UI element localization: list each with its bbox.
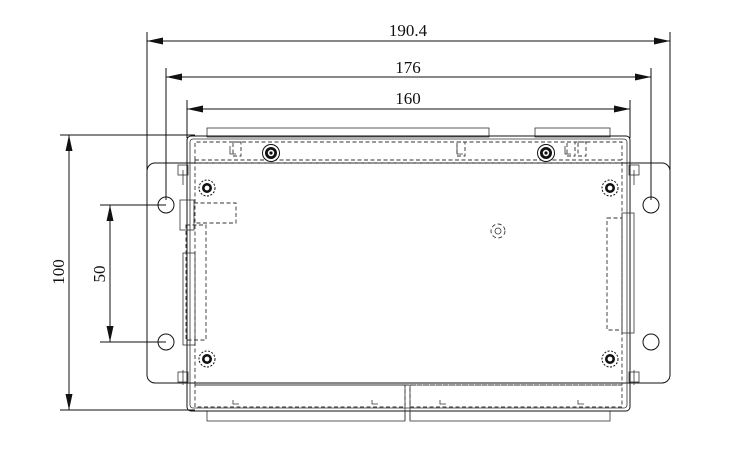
post-top-right: [601, 179, 619, 197]
mount-hole-bottom-left: [157, 333, 175, 351]
dimension-body-width: 160: [186, 89, 631, 138]
post-bottom-right: [601, 350, 619, 368]
corner-brackets: [177, 164, 640, 383]
mounting-flange: [146, 162, 671, 384]
right-side-connector: [606, 170, 635, 385]
left-side-connectors: [179, 170, 237, 385]
screw-top-left: [262, 144, 280, 162]
center-marker: [490, 223, 506, 239]
post-top-left: [198, 179, 216, 197]
post-bottom-left: [198, 350, 216, 368]
connector-strips: [206, 127, 611, 422]
top-screws: [262, 144, 555, 162]
mount-hole-top-right: [642, 196, 660, 214]
body-width-label: 160: [395, 89, 421, 108]
overall-width-label: 190.4: [389, 21, 428, 40]
mount-hole-top-left: [157, 196, 175, 214]
hole-pitch-label: 50: [90, 266, 109, 283]
dimension-overall-width: 190.4: [146, 21, 671, 170]
screw-top-right: [537, 144, 555, 162]
enclosure-body: [186, 135, 631, 420]
overall-height-label: 100: [49, 259, 68, 285]
top-slots: [232, 141, 587, 157]
mount-hole-span-label: 176: [395, 58, 421, 77]
dimension-overall-height: 100: [49, 134, 195, 411]
mount-hole-bottom-right: [642, 333, 660, 351]
corner-posts: [198, 179, 619, 368]
dimension-hole-pitch: 50: [90, 204, 166, 343]
dimension-mount-hole-span: 176: [165, 58, 652, 200]
